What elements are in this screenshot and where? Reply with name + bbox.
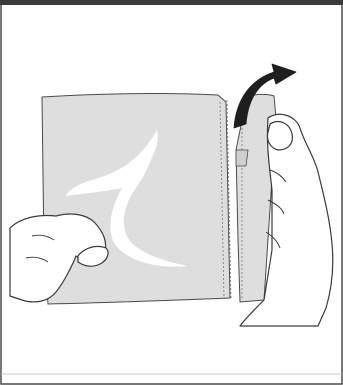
frame-top-bar [0,0,343,5]
main-sheet [42,94,231,304]
